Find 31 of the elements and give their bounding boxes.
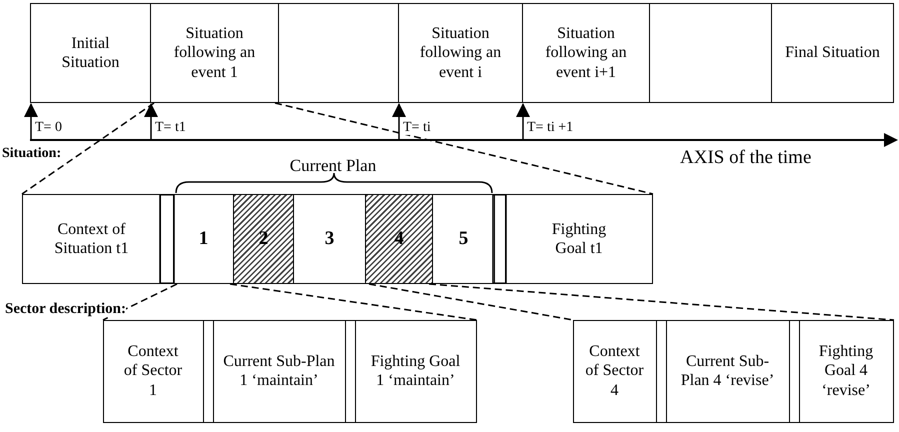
zoom-leader-line [102, 283, 478, 321]
time-label: T= ti [403, 121, 431, 135]
sector-cell: Current Sub-Plan 4 ‘revise’ [666, 320, 790, 422]
timeline-cell: Situation following an event i+1 [522, 3, 650, 103]
time-marker-arrow [24, 103, 38, 139]
timeline-cell [278, 3, 399, 103]
sector-cell: Current Sub-Plan 1 ‘maintain’ [212, 320, 346, 422]
timeline-cell [649, 3, 772, 103]
time-marker-arrow [144, 103, 158, 139]
zoom-leader-line [368, 283, 895, 321]
timeline-cell: Initial Situation [30, 3, 151, 103]
timeline-cell: Situation following an event i [398, 3, 523, 103]
goal-box: Fighting Goal t1 [505, 194, 653, 284]
timeline-cell: Final Situation [771, 3, 894, 103]
zoom-leader-line [22, 102, 154, 195]
sector-cell: Fighting Goal 4 ‘revise’ [798, 320, 894, 422]
section-heading: Situation: [2, 147, 62, 161]
plan-heading: Current Plan [288, 157, 378, 174]
sector-box [573, 320, 894, 423]
time-marker-arrow [392, 103, 406, 139]
sector-box [103, 320, 477, 423]
sector-cell: Context of Sector 4 [572, 320, 656, 422]
timeline-cell: Situation following an event 1 [150, 3, 279, 103]
context-box: Context of Situation t1 [22, 194, 161, 284]
plan-step: 5 [432, 194, 495, 284]
axis-label: AXIS of the time [680, 148, 812, 167]
time-marker-arrow [516, 103, 530, 139]
sector-cell: Fighting Goal 1 ‘maintain’ [354, 320, 476, 422]
section-heading: Sector description: [5, 302, 126, 317]
sector-cell: Context of Sector 1 [102, 320, 204, 422]
zoom-leader-line [274, 102, 654, 195]
